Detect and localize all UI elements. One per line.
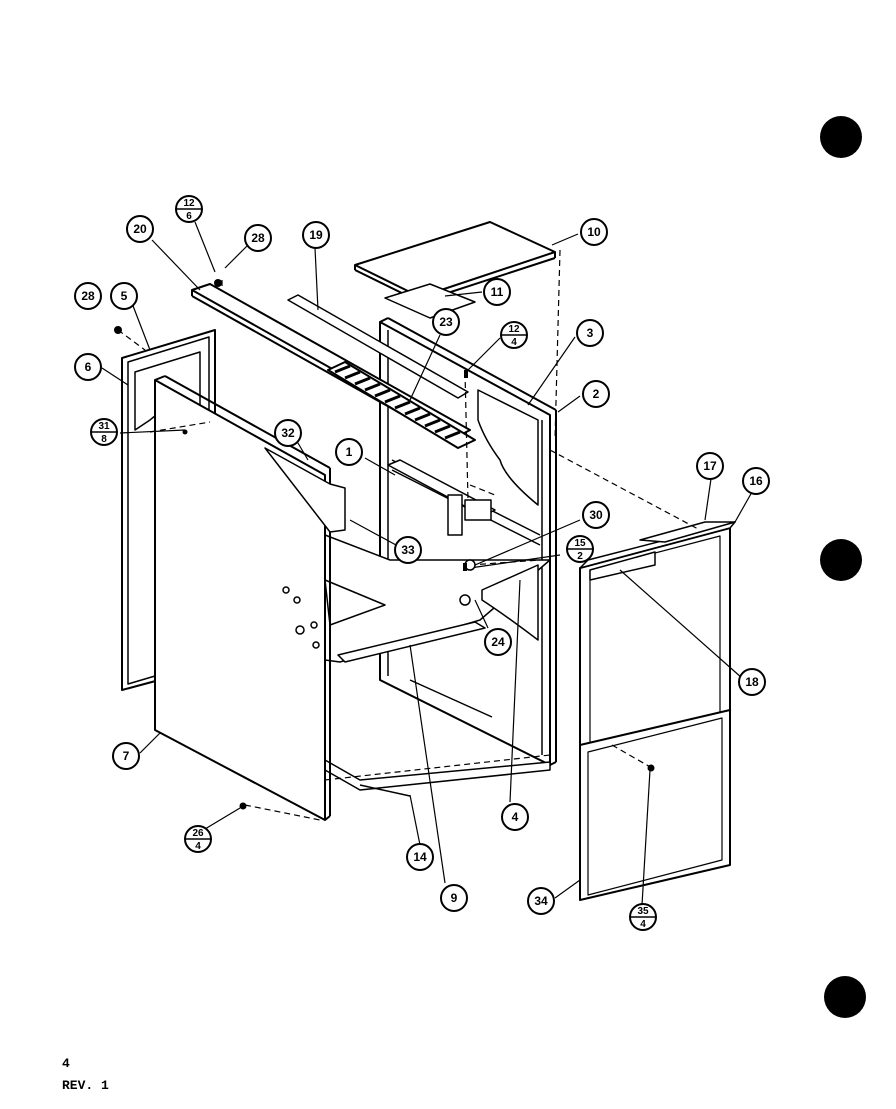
panel-holes — [282, 586, 320, 649]
svg-text:2: 2 — [593, 387, 600, 401]
callout-16: 16 — [742, 467, 770, 495]
callout-14: 14 — [406, 843, 434, 871]
callout-7: 7 — [112, 742, 140, 770]
callout-11: 11 — [483, 278, 511, 306]
callout-30: 30 — [582, 501, 610, 529]
callout-9: 9 — [440, 884, 468, 912]
svg-text:17: 17 — [703, 459, 717, 473]
callout-20: 20 — [126, 215, 154, 243]
callout-34: 34 — [527, 887, 555, 915]
svg-text:35: 35 — [637, 906, 649, 917]
fraction-callout-12-4: 12 4 — [500, 321, 528, 349]
side-bracket — [264, 447, 346, 533]
svg-text:30: 30 — [589, 508, 603, 522]
callout-33: 33 — [394, 536, 422, 564]
svg-text:1: 1 — [346, 445, 353, 459]
callout-17: 17 — [696, 452, 724, 480]
right-insulation — [477, 389, 539, 506]
svg-text:18: 18 — [745, 675, 759, 689]
page-number: 4 — [62, 1056, 70, 1071]
fraction-callouts: 12 6 12 4 31 8 15 2 26 4 — [90, 195, 657, 931]
fraction-callout-15-2: 15 2 — [566, 535, 594, 563]
callout-28-left: 28 — [74, 282, 102, 310]
svg-text:34: 34 — [534, 894, 548, 908]
front-panel — [154, 375, 331, 821]
assembly-lines — [117, 249, 701, 821]
svg-text:14: 14 — [413, 850, 427, 864]
svg-text:33: 33 — [401, 543, 415, 557]
svg-text:4: 4 — [195, 841, 201, 852]
top-plate — [384, 283, 476, 319]
svg-text:4: 4 — [511, 337, 517, 348]
svg-text:10: 10 — [587, 225, 601, 239]
callout-1: 1 — [335, 438, 363, 466]
svg-text:3: 3 — [587, 326, 594, 340]
callouts: 1 2 3 4 5 6 7 9 10 11 14 16 17 18 19 20 … — [74, 215, 770, 915]
svg-text:19: 19 — [309, 228, 323, 242]
svg-text:23: 23 — [439, 315, 453, 329]
svg-text:24: 24 — [491, 635, 505, 649]
right-lower-panel — [579, 709, 731, 901]
svg-text:2: 2 — [577, 551, 583, 562]
callout-24: 24 — [484, 628, 512, 656]
svg-text:12: 12 — [508, 324, 520, 335]
base-pan — [324, 534, 551, 718]
svg-text:11: 11 — [491, 285, 504, 299]
base-rail — [337, 621, 486, 663]
fasteners — [114, 279, 655, 810]
svg-text:15: 15 — [574, 538, 586, 549]
svg-text:8: 8 — [101, 434, 107, 445]
svg-text:12: 12 — [183, 198, 195, 209]
svg-text:32: 32 — [281, 426, 295, 440]
callout-5: 5 — [110, 282, 138, 310]
fraction-callout-31-8: 31 8 — [90, 418, 118, 446]
bottom-base — [324, 759, 551, 797]
callout-2: 2 — [582, 380, 610, 408]
revision-label: REV. 1 — [62, 1078, 109, 1093]
svg-text:28: 28 — [251, 231, 265, 245]
right-bracket — [481, 564, 539, 641]
callout-28-upper: 28 — [244, 224, 272, 252]
callout-23: 23 — [432, 308, 460, 336]
svg-text:6: 6 — [186, 211, 192, 222]
binder-hole-bottom — [824, 976, 866, 1018]
svg-text:16: 16 — [749, 474, 763, 488]
fraction-callout-12-6: 12 6 — [175, 195, 203, 223]
callout-3: 3 — [576, 319, 604, 347]
svg-text:31: 31 — [98, 421, 110, 432]
fraction-callout-35-4: 35 4 — [629, 903, 657, 931]
cabinet-line-art — [101, 221, 753, 906]
center-bracket — [387, 459, 496, 536]
top-cover — [354, 221, 556, 303]
svg-text:20: 20 — [133, 222, 147, 236]
callout-18: 18 — [738, 668, 766, 696]
callout-6: 6 — [74, 353, 102, 381]
vent-grille — [327, 361, 476, 449]
svg-text:6: 6 — [85, 360, 92, 374]
binder-hole-middle — [820, 539, 862, 581]
callout-10: 10 — [580, 218, 608, 246]
fraction-callout-26-4: 26 4 — [184, 825, 212, 853]
svg-text:26: 26 — [192, 828, 204, 839]
callout-19: 19 — [302, 221, 330, 249]
svg-text:4: 4 — [512, 810, 519, 824]
right-front-panel — [579, 521, 736, 761]
binder-hole-top — [820, 116, 862, 158]
svg-text:9: 9 — [451, 891, 458, 905]
svg-text:5: 5 — [121, 289, 128, 303]
svg-text:28: 28 — [81, 289, 95, 303]
leader-lines — [101, 221, 753, 906]
svg-text:7: 7 — [123, 749, 130, 763]
callout-4: 4 — [501, 803, 529, 831]
callout-32: 32 — [274, 419, 302, 447]
svg-text:4: 4 — [640, 919, 646, 930]
